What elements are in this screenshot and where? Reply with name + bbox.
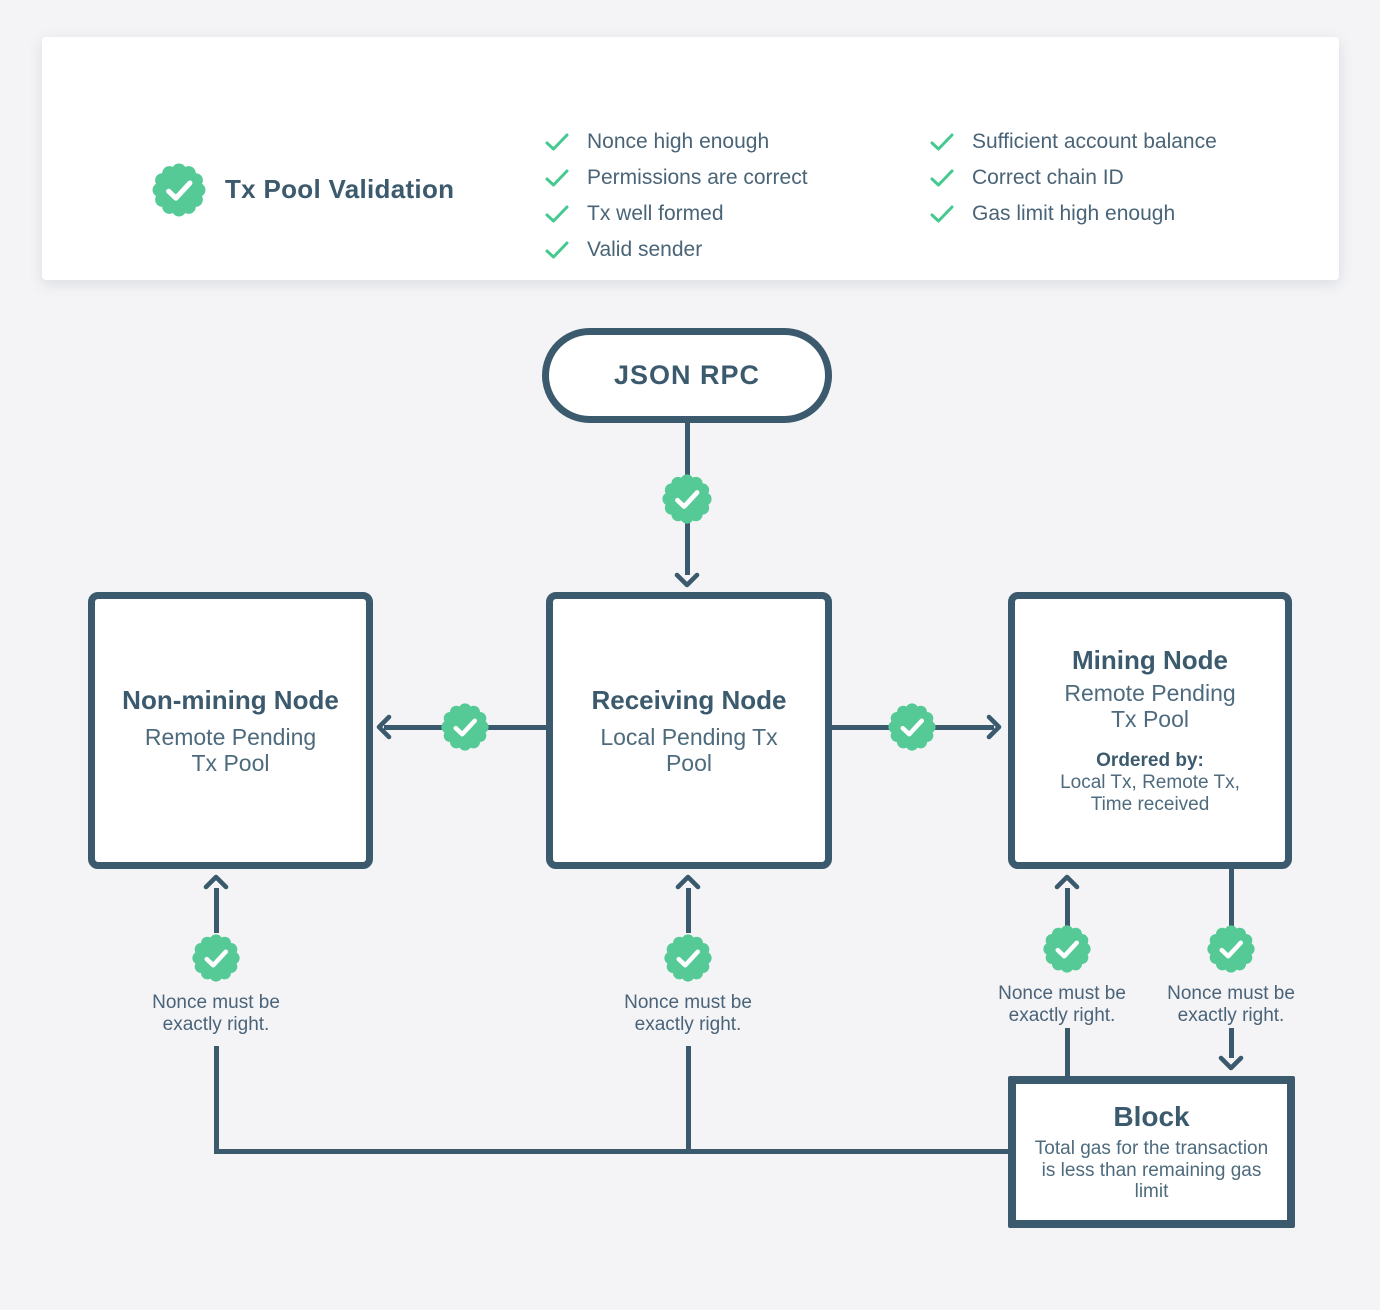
connector-line	[685, 1046, 691, 1151]
checklist-item-label: Permissions are correct	[587, 166, 808, 189]
checklist-item: Permissions are correct	[545, 160, 808, 196]
nonce-note: Nonce must be exactly right.	[152, 992, 280, 1035]
connector-line	[213, 1148, 1008, 1154]
verified-badge-icon	[887, 702, 937, 752]
connector-line	[685, 888, 691, 933]
checklist-item: Sufficient account balance	[930, 124, 1217, 160]
json-rpc-node: JSON RPC	[542, 328, 832, 423]
checklist-item: Gas limit high enough	[930, 196, 1217, 232]
nonce-note: Nonce must be exactly right.	[1167, 983, 1295, 1026]
verified-badge-icon	[663, 933, 713, 983]
connector-line	[1228, 866, 1234, 926]
mining-node: Mining Node Remote Pending Tx Pool Order…	[1008, 592, 1292, 869]
arrow-down-icon	[674, 572, 700, 588]
mining-node-ordered-by-list: Local Tx, Remote Tx, Time received	[1060, 772, 1240, 815]
checklist-item-label: Nonce high enough	[587, 130, 770, 153]
mining-node-ordered-by-label: Ordered by:	[1096, 750, 1204, 771]
arrow-up-icon	[675, 874, 701, 890]
json-rpc-label: JSON RPC	[613, 360, 761, 390]
nonce-note: Nonce must be exactly right.	[624, 992, 752, 1035]
check-icon	[930, 205, 954, 223]
check-icon	[930, 169, 954, 187]
checklist-item: Correct chain ID	[930, 160, 1217, 196]
checklist-item-label: Gas limit high enough	[972, 202, 1176, 225]
checklist-item: Tx well formed	[545, 196, 808, 232]
connector-line	[213, 1046, 219, 1151]
receiving-node-title: Receiving Node	[591, 685, 787, 715]
mining-node-title: Mining Node	[1072, 645, 1228, 675]
check-icon	[545, 133, 569, 151]
non-mining-node: Non-mining Node Remote Pending Tx Pool	[88, 592, 373, 869]
verified-badge-icon	[661, 473, 713, 525]
connector-line	[1064, 1028, 1070, 1080]
connector-line	[213, 888, 219, 933]
connector-line	[1064, 888, 1070, 927]
block-node-title: Block	[1113, 1101, 1190, 1133]
non-mining-node-subtitle: Remote Pending Tx Pool	[144, 724, 317, 776]
non-mining-node-title: Non-mining Node	[122, 685, 339, 715]
verified-badge-icon	[151, 162, 207, 218]
checklist-item: Valid sender	[545, 232, 808, 268]
verified-badge-icon	[191, 933, 241, 983]
block-node-description: Total gas for the transaction is less th…	[1034, 1138, 1269, 1203]
validation-legend-card: Tx Pool Validation Nonce high enough Per…	[42, 37, 1339, 280]
verified-badge-icon	[1042, 924, 1092, 974]
validation-checklist-right: Sufficient account balance Correct chain…	[930, 124, 1217, 232]
arrow-down-icon	[1218, 1055, 1244, 1071]
verified-badge-icon	[440, 702, 490, 752]
block-node: Block Total gas for the transaction is l…	[1008, 1076, 1295, 1228]
checklist-item-label: Tx well formed	[587, 202, 724, 225]
checklist-item-label: Sufficient account balance	[972, 130, 1217, 153]
receiving-node-subtitle: Local Pending Tx Pool	[600, 724, 778, 776]
mining-node-subtitle: Remote Pending Tx Pool	[1064, 680, 1236, 732]
check-icon	[545, 241, 569, 259]
verified-badge-icon	[1206, 924, 1256, 974]
checklist-item: Nonce high enough	[545, 124, 808, 160]
connector-line	[1228, 1028, 1234, 1058]
checklist-item-label: Valid sender	[587, 238, 703, 261]
nonce-note: Nonce must be exactly right.	[998, 983, 1126, 1026]
check-icon	[545, 169, 569, 187]
arrow-left-icon	[376, 714, 392, 740]
checklist-item-label: Correct chain ID	[972, 166, 1124, 189]
validation-checklist-left: Nonce high enough Permissions are correc…	[545, 124, 808, 268]
check-icon	[545, 205, 569, 223]
receiving-node: Receiving Node Local Pending Tx Pool	[546, 592, 832, 869]
arrow-right-icon	[986, 714, 1002, 740]
legend-title: Tx Pool Validation	[225, 174, 455, 204]
arrow-up-icon	[1054, 874, 1080, 890]
arrow-up-icon	[203, 874, 229, 890]
check-icon	[930, 133, 954, 151]
